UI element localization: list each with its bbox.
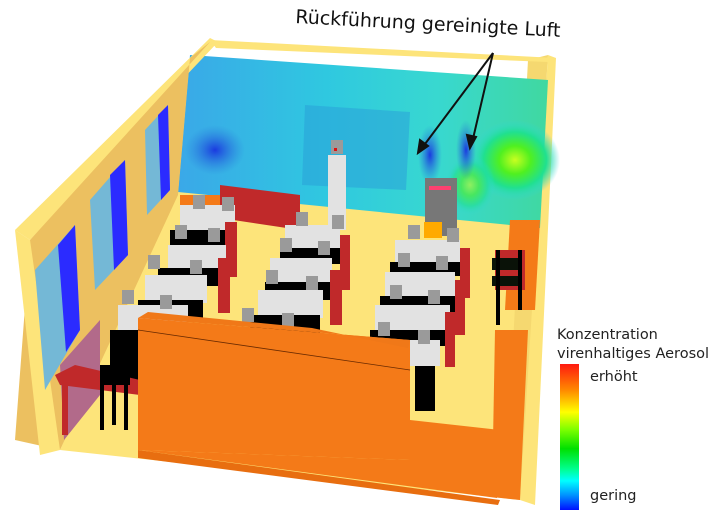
left-wall bbox=[15, 38, 218, 455]
window-2 bbox=[90, 160, 128, 290]
legend-high-label: erhöht bbox=[590, 369, 638, 385]
teacher bbox=[328, 140, 346, 230]
legend-title-line2: virenhaltiges Aerosol bbox=[557, 346, 710, 362]
front-cabinet bbox=[137, 312, 528, 505]
front-left-desk bbox=[55, 365, 140, 435]
student-group-middle bbox=[242, 212, 350, 333]
legend-low-label: gering bbox=[590, 488, 637, 504]
annotation-arrows bbox=[416, 52, 494, 156]
right-cabinet bbox=[492, 220, 540, 325]
window-1 bbox=[35, 225, 80, 390]
legend-title: Konzentration virenhaltiges Aerosol bbox=[557, 326, 709, 364]
students bbox=[110, 195, 470, 411]
whiteboard bbox=[302, 105, 410, 190]
legend-title-line1: Konzentration bbox=[557, 327, 658, 343]
colorbar bbox=[560, 364, 579, 510]
air-purifier bbox=[424, 178, 457, 238]
student-group-right bbox=[370, 225, 470, 411]
window-3 bbox=[145, 105, 170, 215]
